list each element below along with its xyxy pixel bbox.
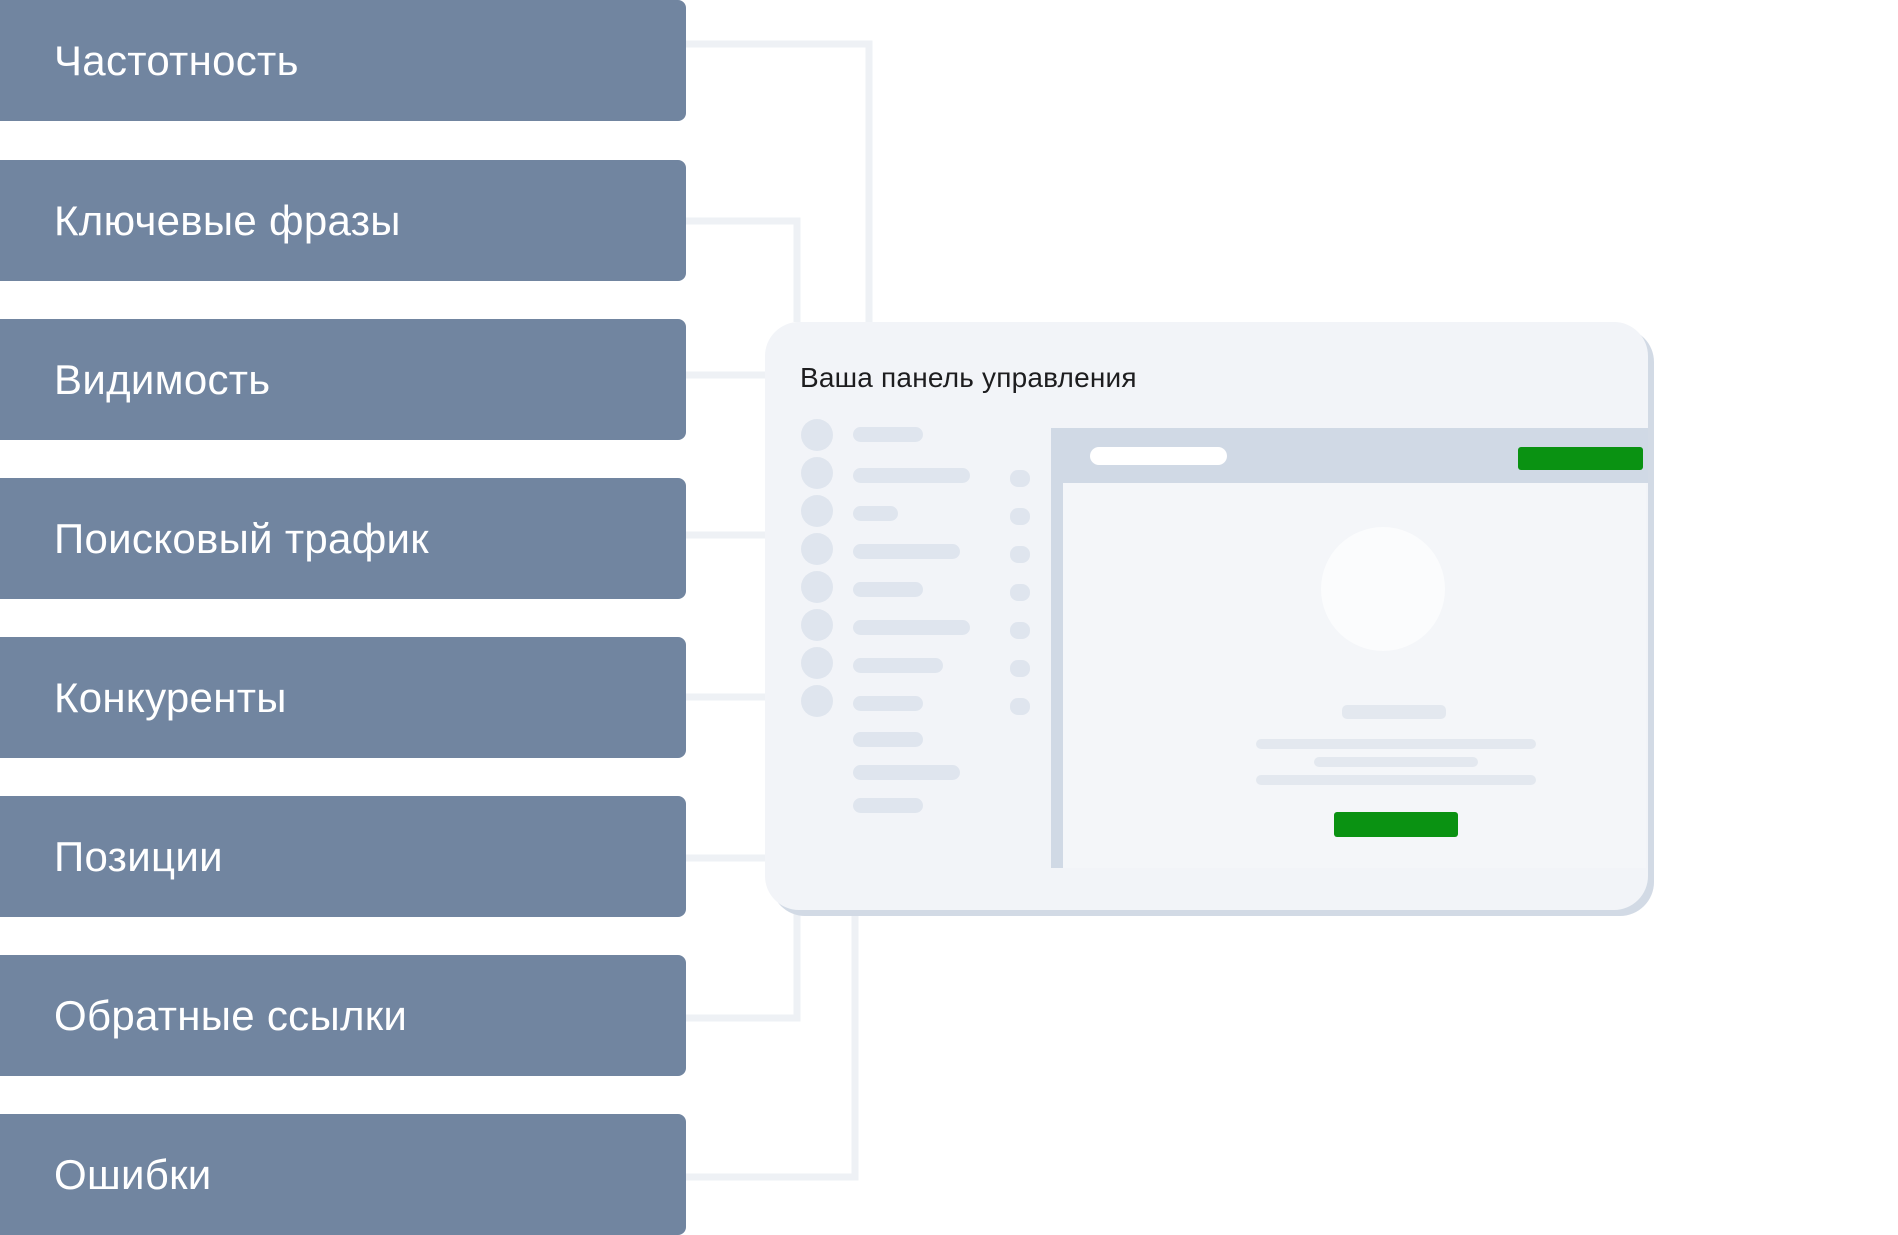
- connector-line: [686, 912, 859, 1181]
- placeholder-avatar: [801, 457, 833, 489]
- placeholder-avatar: [801, 685, 833, 717]
- placeholder-text-line: [1256, 739, 1536, 749]
- header-action-button: [1518, 447, 1643, 470]
- placeholder-text: [853, 658, 943, 673]
- placeholder-avatar: [801, 571, 833, 603]
- placeholder-avatar: [801, 495, 833, 527]
- placeholder-text: [853, 544, 960, 559]
- window-border: [1051, 428, 1063, 868]
- dashboard-title: Ваша панель управления: [800, 362, 1137, 393]
- metric-competitors: Конкуренты: [0, 637, 686, 758]
- metric-visibility: Видимость: [0, 319, 686, 440]
- placeholder-avatar: [801, 647, 833, 679]
- placeholder-text: [853, 506, 898, 521]
- metric-label: Конкуренты: [54, 673, 287, 721]
- placeholder-text: [853, 468, 970, 483]
- avatar-placeholder: [1321, 527, 1445, 651]
- primary-action-button: [1334, 812, 1458, 837]
- metric-label: Поисковый трафик: [54, 514, 429, 562]
- placeholder-avatar: [801, 533, 833, 565]
- placeholder-text: [853, 620, 970, 635]
- placeholder-text: [853, 798, 923, 813]
- placeholder-text: [853, 765, 960, 780]
- metric-label: Ошибки: [54, 1150, 212, 1198]
- metric-errors: Ошибки: [0, 1114, 686, 1235]
- connector-line: [686, 912, 801, 1022]
- metric-label: Позиции: [54, 832, 223, 880]
- metric-search-traffic: Поисковый трафик: [0, 478, 686, 599]
- metric-label: Ключевые фразы: [54, 196, 401, 244]
- metric-key-phrases: Ключевые фразы: [0, 160, 686, 281]
- metric-label: Видимость: [54, 355, 271, 403]
- placeholder-dot: [1010, 508, 1030, 525]
- placeholder-text: [853, 427, 923, 442]
- placeholder-text-line: [1314, 757, 1478, 767]
- metric-frequency: Частотность: [0, 0, 686, 121]
- placeholder-avatar: [801, 419, 833, 451]
- placeholder-dot: [1010, 698, 1030, 715]
- metric-positions: Позиции: [0, 796, 686, 917]
- placeholder-text-line: [1256, 775, 1536, 785]
- connector-line: [686, 217, 801, 322]
- placeholder-dot: [1010, 584, 1030, 601]
- dashboard-panel: Ваша панель управления: [765, 322, 1648, 910]
- connector-line: [686, 40, 873, 322]
- placeholder-dot: [1010, 622, 1030, 639]
- placeholder-dot: [1010, 470, 1030, 487]
- metric-label: Частотность: [54, 36, 299, 84]
- placeholder-text: [853, 696, 923, 711]
- metric-label: Обратные ссылки: [54, 991, 408, 1039]
- placeholder-text: [853, 582, 923, 597]
- placeholder-heading: [1342, 705, 1446, 719]
- placeholder-text: [853, 732, 923, 747]
- window-title-placeholder: [1090, 447, 1227, 465]
- placeholder-dot: [1010, 546, 1030, 563]
- placeholder-dot: [1010, 660, 1030, 677]
- metric-backlinks: Обратные ссылки: [0, 955, 686, 1076]
- placeholder-avatar: [801, 609, 833, 641]
